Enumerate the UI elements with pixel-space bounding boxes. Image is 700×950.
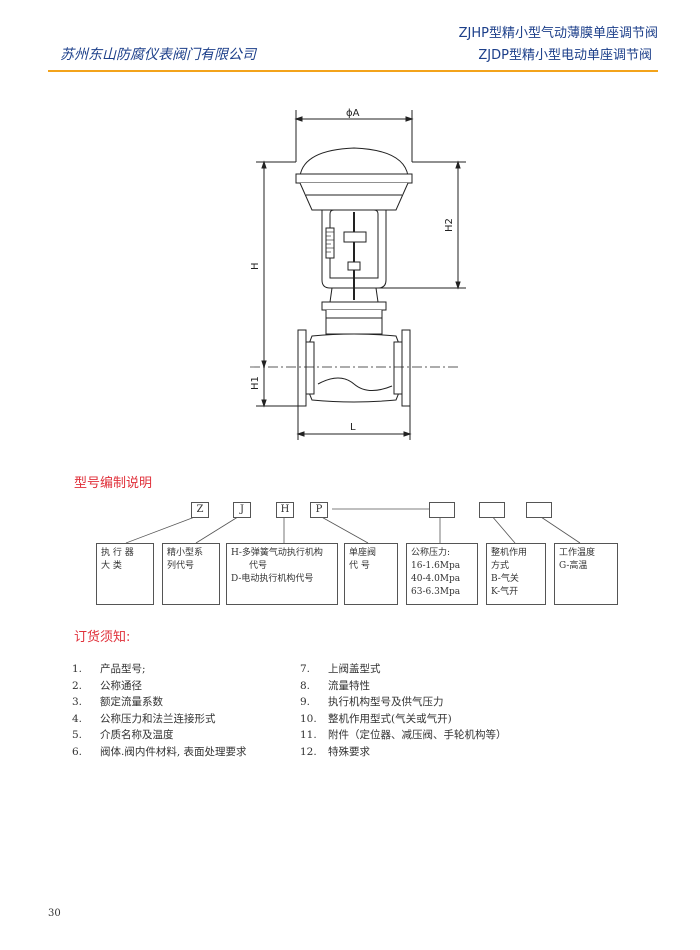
- code-box-h: H: [276, 502, 294, 518]
- page-number: 30: [48, 908, 61, 919]
- code-box-j: J: [233, 502, 251, 518]
- code-box-action: [479, 502, 505, 518]
- dim-H-label: H: [250, 262, 261, 270]
- list-item: 1.产品型号;: [72, 663, 146, 675]
- order-section-title: 订货须知:: [74, 630, 131, 645]
- list-item: 9.执行机构型号及供气压力: [300, 696, 444, 708]
- desc-compact-series: 精小型系 列代号: [162, 543, 220, 605]
- list-item: 5.介质名称及温度: [72, 729, 174, 741]
- model-connector-lines: [125, 508, 581, 544]
- list-item: 2.公称通径: [72, 679, 142, 692]
- valve-drawing: ϕA H H1 H2 L: [250, 108, 466, 440]
- desc-actuator-category: 执 行 器 大 类: [96, 543, 154, 605]
- order-list-right: 7.上阀盖型式 8.流量特性 9.执行机构型号及供气压力 10.整机作用型式(气…: [300, 661, 570, 760]
- desc-actuator-type: H-多弹簧气动执行机构 代号 D-电动执行机构代号: [226, 543, 338, 605]
- company-name: 苏州东山防腐仪表阀门有限公司: [60, 47, 256, 63]
- code-box-z: Z: [191, 502, 209, 518]
- list-item: 10.整机作用型式(气关或气开): [300, 712, 452, 725]
- desc-nominal-pressure: 公称压力: 16-1.6Mpa 40-4.0Mpa 63-6.3Mpa: [406, 543, 478, 605]
- dim-H2-label: H2: [444, 218, 455, 232]
- list-item: 8.流量特性: [300, 679, 370, 692]
- header-rule: [48, 70, 658, 72]
- desc-working-temperature: 工作温度 G-高温: [554, 543, 618, 605]
- dim-L-label: L: [350, 422, 356, 433]
- dim-phiA-label: ϕA: [346, 108, 360, 119]
- list-item: 6.阀体.阀内件材料, 表面处理要求: [72, 745, 247, 758]
- list-item: 4.公称压力和法兰连接形式: [72, 712, 216, 725]
- list-item: 3.额定流量系数: [72, 696, 163, 708]
- product-title-zjdp: ZJDP型精小型电动单座调节阀: [478, 48, 652, 63]
- desc-action-mode: 整机作用 方式 B-气关 K-气开: [486, 543, 546, 605]
- model-section-title: 型号编制说明: [74, 476, 153, 491]
- code-box-pressure: [429, 502, 455, 518]
- dim-H1-label: H1: [250, 376, 261, 390]
- order-list-left: 1.产品型号; 2.公称通径 3.额定流量系数 4.公称压力和法兰连接形式 5.…: [72, 661, 292, 760]
- code-box-temperature: [526, 502, 552, 518]
- desc-single-seat: 单座阀 代 号: [344, 543, 398, 605]
- list-item: 12.特殊要求: [300, 745, 370, 758]
- code-box-p: P: [310, 502, 328, 518]
- list-item: 11.附件（定位器、减压阀、手轮机构等）: [300, 729, 507, 741]
- product-title-zjhp: ZJHP型精小型气动薄膜单座调节阀: [458, 26, 658, 41]
- list-item: 7.上阀盖型式: [300, 663, 381, 675]
